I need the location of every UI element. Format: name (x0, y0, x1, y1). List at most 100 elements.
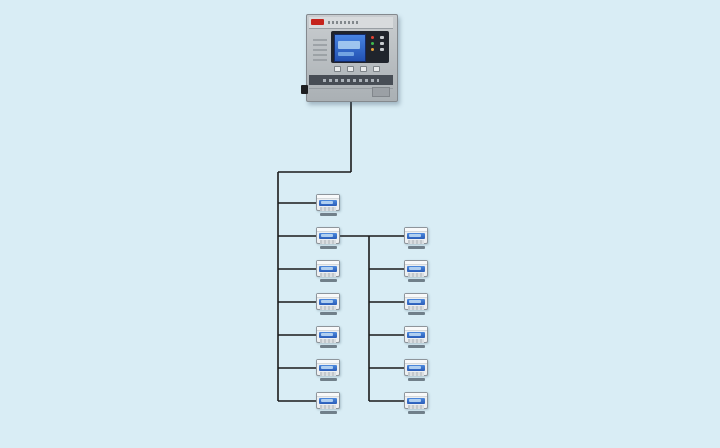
controller-header-text (328, 21, 360, 24)
sensor-caption (319, 213, 337, 216)
sensor-module-right-2 (404, 260, 428, 282)
bus-wire-path (277, 100, 404, 402)
sensor-label-strip (405, 228, 427, 232)
sensor-caption (319, 411, 337, 414)
led-column (371, 36, 377, 51)
sensor-label-strip (317, 327, 339, 331)
panel-seam (309, 88, 393, 89)
controller-button (373, 66, 380, 72)
sensor-caption (407, 246, 425, 249)
sensor-housing (404, 326, 428, 343)
sensor-display (319, 266, 337, 272)
status-led-3 (371, 48, 374, 51)
sensor-display (319, 200, 337, 206)
model-stripe-text (323, 79, 379, 82)
micro-button-column (380, 36, 386, 51)
vent-panel (372, 87, 390, 97)
sensor-module-left-1 (316, 194, 340, 216)
sensor-caption (319, 246, 337, 249)
controller-button (360, 66, 367, 72)
sensor-label-strip (317, 228, 339, 232)
sensor-module-right-3 (404, 293, 428, 315)
lcd-reading-row2 (338, 52, 354, 56)
sensor-label-strip (405, 327, 427, 331)
sensor-caption (319, 312, 337, 315)
sensor-housing (404, 293, 428, 310)
sensor-display (319, 233, 337, 239)
sensor-display (319, 365, 337, 371)
sensor-label-strip (317, 195, 339, 199)
sensor-display (319, 398, 337, 404)
sensor-body (320, 273, 336, 277)
sensor-body (408, 306, 424, 310)
sensor-label-strip (317, 360, 339, 364)
sensor-housing (316, 227, 340, 244)
sensor-module-left-5 (316, 326, 340, 348)
sensor-module-right-5 (404, 359, 428, 381)
controller-button-row (334, 66, 380, 72)
sensor-display (407, 299, 425, 305)
sensor-display (319, 332, 337, 338)
sensor-housing (316, 392, 340, 409)
sensor-body (320, 372, 336, 376)
side-conduit-nub (301, 85, 308, 94)
sensor-display (407, 266, 425, 272)
sensor-body (408, 405, 424, 409)
sensor-housing (316, 293, 340, 310)
sensor-caption (407, 378, 425, 381)
sensor-caption (319, 378, 337, 381)
sensor-body (320, 207, 336, 211)
lcd-reading-row1 (338, 41, 360, 49)
sensor-module-right-6 (404, 392, 428, 414)
sensor-display (319, 299, 337, 305)
speaker-grille (313, 39, 327, 61)
sensor-caption (407, 411, 425, 414)
sensor-module-left-3 (316, 260, 340, 282)
sensor-body (320, 339, 336, 343)
sensor-label-strip (405, 261, 427, 265)
sensor-display (407, 365, 425, 371)
sensor-body (408, 372, 424, 376)
sensor-caption (407, 279, 425, 282)
sensor-label-strip (317, 294, 339, 298)
lcd-screen (334, 34, 366, 62)
sensor-body (408, 273, 424, 277)
sensor-caption (407, 345, 425, 348)
bezel-micro-button (380, 48, 384, 51)
sensor-label-strip (317, 261, 339, 265)
sensor-module-left-6 (316, 359, 340, 381)
display-bezel (331, 31, 389, 63)
sensor-label-strip (405, 360, 427, 364)
sensor-label-strip (317, 393, 339, 397)
sensor-body (320, 240, 336, 244)
bezel-micro-button (380, 36, 384, 39)
controller-button (347, 66, 354, 72)
sensor-display (407, 332, 425, 338)
sensor-body (408, 339, 424, 343)
sensor-display (407, 398, 425, 404)
sensor-body (320, 306, 336, 310)
sensor-housing (316, 260, 340, 277)
status-led-1 (371, 36, 374, 39)
sensor-housing (316, 194, 340, 211)
sensor-label-strip (405, 393, 427, 397)
sensor-body (408, 240, 424, 244)
sensor-housing (316, 326, 340, 343)
sensor-housing (404, 227, 428, 244)
sensor-caption (319, 279, 337, 282)
sensor-housing (404, 260, 428, 277)
model-stripe (309, 75, 393, 85)
bezel-micro-button (380, 42, 384, 45)
sensor-module-right-1 (404, 227, 428, 249)
brand-logo (311, 19, 324, 25)
sensor-label-strip (405, 294, 427, 298)
sensor-housing (316, 359, 340, 376)
status-led-2 (371, 42, 374, 45)
sensor-housing (404, 359, 428, 376)
sensor-module-left-7 (316, 392, 340, 414)
alarm-controller (301, 14, 398, 102)
sensor-module-left-2 (316, 227, 340, 249)
sensor-module-left-4 (316, 293, 340, 315)
sensor-caption (319, 345, 337, 348)
